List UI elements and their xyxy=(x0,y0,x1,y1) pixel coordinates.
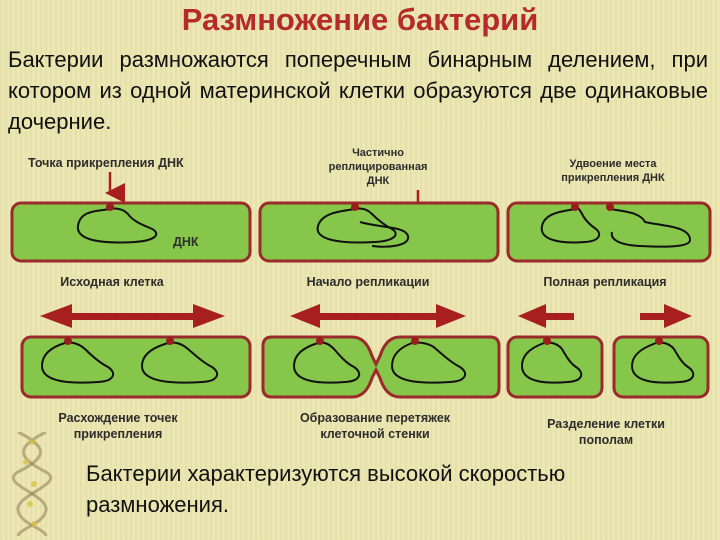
cell-full-replication xyxy=(508,203,710,261)
label-partial-3: ДНК xyxy=(367,175,390,187)
label-dna: ДНК xyxy=(173,235,199,249)
label-replication-start: Начало репликации xyxy=(307,275,430,289)
label-attach-point: Точка прикрепления ДНК xyxy=(28,156,184,170)
label-full-replication: Полная репликация xyxy=(543,275,666,289)
cell-constriction xyxy=(263,337,499,397)
cell-daughter-right xyxy=(614,337,708,397)
dna-attach-point xyxy=(543,337,551,345)
label-partial-1: Частично xyxy=(352,147,404,159)
dna-attach-point xyxy=(606,203,614,211)
label-dup-1: Удвоение места xyxy=(570,158,658,170)
dna-attach-point xyxy=(316,337,324,345)
divergence-arrow xyxy=(60,313,204,320)
dna-helix-decoration xyxy=(8,432,56,536)
dna-attach-point xyxy=(655,337,663,345)
label-dup-2: прикрепления ДНК xyxy=(561,172,665,184)
outro-line-1: Бактерии характеризуются высокой скорост… xyxy=(86,458,686,489)
dna-attach-point xyxy=(106,203,114,211)
dna-attach-point xyxy=(411,337,419,345)
constriction-arrow xyxy=(310,313,446,320)
label-divergence-2: прикрепления xyxy=(74,427,163,441)
label-constriction-2: клеточной стенки xyxy=(320,427,429,441)
dna-attach-point xyxy=(351,203,359,211)
dna-attach-point xyxy=(166,337,174,345)
label-divergence-1: Расхождение точек xyxy=(58,411,178,425)
dna-attach-point xyxy=(571,203,579,211)
cell-replication-start xyxy=(260,203,498,261)
cell-original xyxy=(12,203,250,261)
label-separation-2: пополам xyxy=(579,433,633,447)
label-original-cell: Исходная клетка xyxy=(60,275,164,289)
label-separation-1: Разделение клетки xyxy=(547,417,665,431)
dna-attach-point xyxy=(64,337,72,345)
outro-text: Бактерии характеризуются высокой скорост… xyxy=(86,458,686,520)
outro-line-2: размножения. xyxy=(86,489,686,520)
label-constriction-1: Образование перетяжек xyxy=(300,411,451,425)
label-partial-2: реплицированная xyxy=(329,161,428,173)
